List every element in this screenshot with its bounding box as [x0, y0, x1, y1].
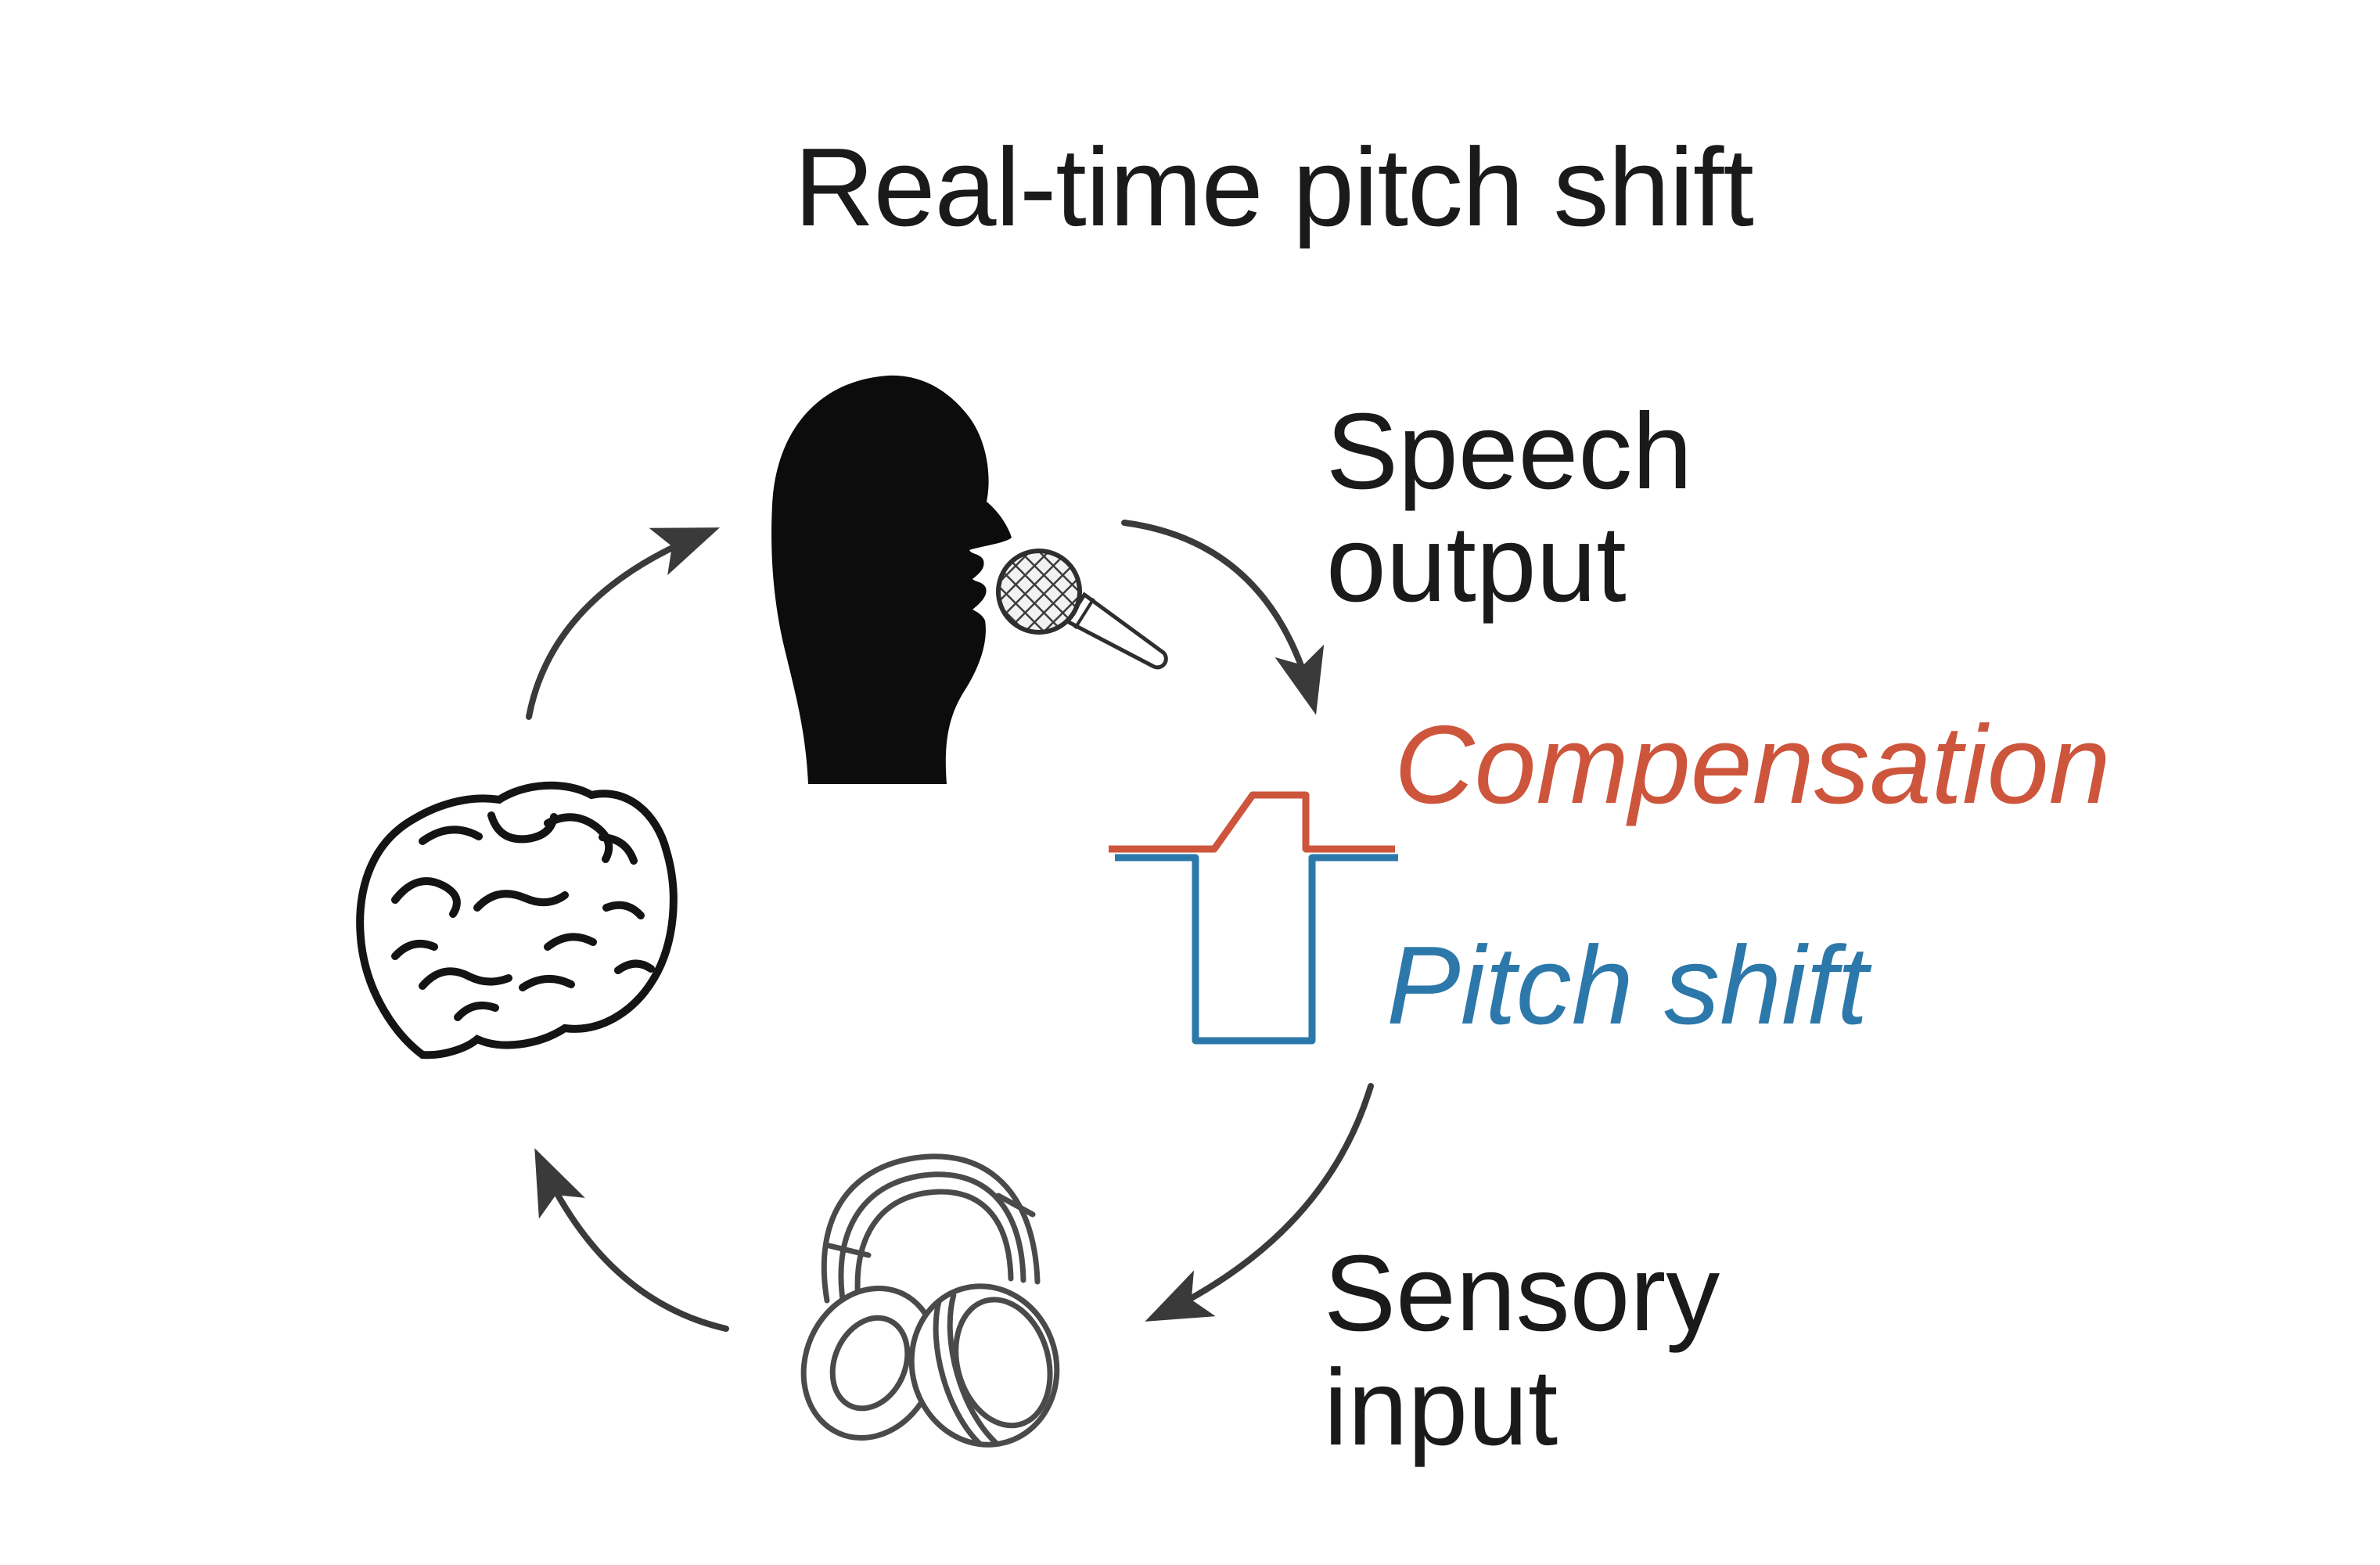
brain-outline [356, 781, 678, 1060]
arrow-headphones-to-brain [534, 1148, 729, 1332]
speech-output-line1: Speech [1326, 391, 1693, 512]
speech-output-label: Speech output [1326, 391, 1693, 624]
pitch-shift-line [1115, 854, 1398, 1045]
microphone-icon [996, 549, 1168, 670]
headphones-left-cup [800, 1285, 940, 1441]
head-silhouette [771, 375, 1012, 784]
brain-gyri-lines [391, 811, 655, 1021]
speech-output-line2: output [1326, 503, 1627, 624]
arrow-brain-to-head [526, 527, 721, 720]
microphone-handle-ring [1073, 597, 1095, 630]
sensory-input-line1: Sensory [1324, 1233, 1720, 1354]
pitch-shift-label: Pitch shift [1386, 923, 1868, 1048]
sensory-input-label: Sensory input [1324, 1236, 1720, 1466]
brain-icon [356, 781, 678, 1060]
compensation-label: Compensation [1394, 703, 2111, 827]
headphones-icon [800, 1153, 1060, 1448]
compensation-line [1109, 791, 1395, 853]
headphones-band [821, 1153, 1041, 1311]
microphone-mesh-ball [996, 549, 1082, 635]
headphones-right-cup [908, 1283, 1060, 1448]
figure-title: Real-time pitch shift [794, 125, 1754, 250]
sensory-input-line2: input [1324, 1347, 1559, 1469]
arrow-sensory-input [1145, 1083, 1374, 1322]
speaking-head-with-microphone-icon [771, 375, 1168, 784]
pitch-shift-waveform [1109, 791, 1398, 1045]
microphone-handle [1064, 592, 1168, 670]
arrow-speech-output [1121, 520, 1325, 715]
